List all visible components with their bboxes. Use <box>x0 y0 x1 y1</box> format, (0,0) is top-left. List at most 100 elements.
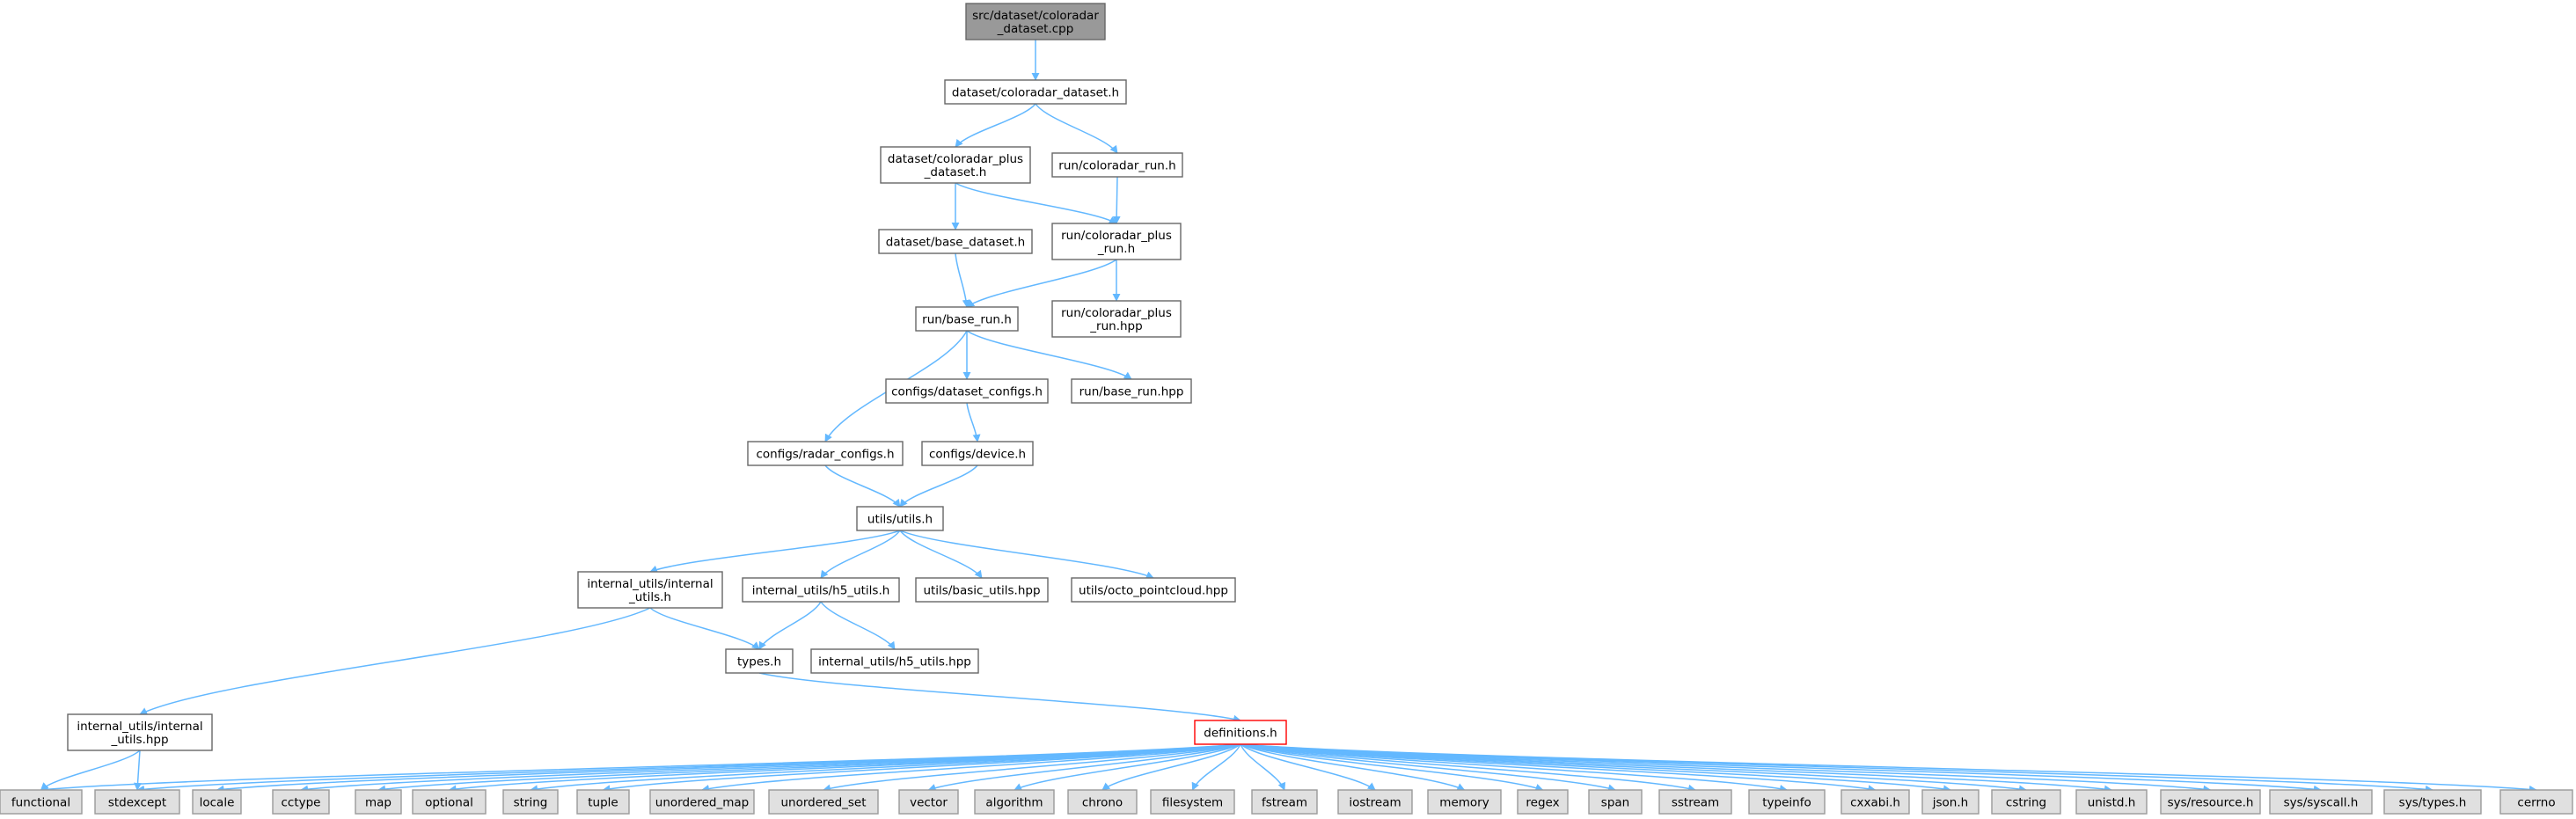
system-header-node-cctype: cctype <box>272 789 330 815</box>
node-label-line: _dataset.h <box>924 165 987 179</box>
system-header-node-stdexcept: stdexcept <box>94 789 180 815</box>
dependency-edge <box>1240 743 1286 791</box>
node-label-line: algorithm <box>985 796 1043 810</box>
header-node-definitions-h[interactable]: definitions.h <box>1194 720 1287 745</box>
dependency-edge <box>955 182 1117 224</box>
node-box <box>2160 789 2261 815</box>
header-node-dataset-coloradar-dataset-h[interactable]: dataset/coloradar_dataset.h <box>944 79 1127 105</box>
header-node-run-coloradar-run-h[interactable]: run/coloradar_run.h <box>1051 152 1183 178</box>
header-node-types-h[interactable]: types.h <box>725 648 794 674</box>
node-label-line: cxxabi.h <box>1850 796 1900 810</box>
node-label-line: run/base_run.hpp <box>1079 385 1184 399</box>
node-label-line: cctype <box>281 796 320 810</box>
node-box <box>1991 789 2061 815</box>
node-box <box>576 789 630 815</box>
header-node-internal-utils-internal-utils-hpp[interactable]: internal_utils/internal_utils.hpp <box>67 713 213 751</box>
node-box <box>1251 789 1318 815</box>
node-box <box>747 441 904 466</box>
header-node-configs-radar-configs-h[interactable]: configs/radar_configs.h <box>747 441 904 466</box>
node-box <box>1071 378 1192 404</box>
node-label-line: utils/utils.h <box>867 513 933 527</box>
node-label-line: sstream <box>1672 796 1719 810</box>
edge-n2-to-n5 <box>955 182 1117 224</box>
node-box <box>577 571 723 609</box>
node-label-line: memory <box>1439 796 1489 810</box>
system-header-node-cstring: cstring <box>1991 789 2061 815</box>
node-box <box>1748 789 1826 815</box>
node-label-line: _utils.h <box>628 590 671 604</box>
edge-n20-to-s8 <box>701 743 1241 793</box>
header-node-utils-octo-pointcloud-hpp[interactable]: utils/octo_pointcloud.hpp <box>1071 577 1236 603</box>
system-header-node-string: string <box>502 789 559 815</box>
node-label-line: _dataset.cpp <box>997 22 1074 36</box>
header-node-configs-device-h[interactable]: configs/device.h <box>921 441 1034 466</box>
system-header-node-unistd-h: unistd.h <box>2075 789 2148 815</box>
header-node-internal-utils-h5-utils-hpp[interactable]: internal_utils/h5_utils.hpp <box>810 648 979 674</box>
node-label-line: stdexcept <box>108 796 166 810</box>
node-box <box>1067 789 1138 815</box>
node-box <box>1071 577 1236 603</box>
edge-n20-to-s27 <box>1240 743 2433 793</box>
dependency-edge <box>139 607 651 715</box>
node-label-line: chrono <box>1082 796 1123 810</box>
node-label-line: sys/types.h <box>2399 796 2467 810</box>
edge-n20-to-s20 <box>1240 743 1788 793</box>
header-node-utils-utils-h[interactable]: utils/utils.h <box>856 506 944 531</box>
node-label-line: run/coloradar_plus <box>1061 306 1172 320</box>
edge-n20-to-s14 <box>1240 743 1286 791</box>
edge-n20-to-s0 <box>40 743 1241 793</box>
node-label-line: utils/octo_pointcloud.hpp <box>1079 584 1228 598</box>
node-box <box>1051 223 1182 260</box>
node-box <box>67 713 213 751</box>
node-label-line: configs/radar_configs.h <box>756 448 894 462</box>
header-node-run-coloradar-plus-run-h[interactable]: run/coloradar_plus_run.h <box>1051 223 1182 260</box>
header-node-run-base-run-hpp[interactable]: run/base_run.hpp <box>1071 378 1192 404</box>
header-node-utils-basic-utils-hpp[interactable]: utils/basic_utils.hpp <box>915 577 1049 603</box>
system-header-node-fstream: fstream <box>1251 789 1318 815</box>
system-header-node-vector: vector <box>898 789 959 815</box>
header-node-configs-dataset-configs-h[interactable]: configs/dataset_configs.h <box>885 378 1049 404</box>
dependency-edge <box>824 464 901 508</box>
node-box <box>1194 720 1287 745</box>
header-node-internal-utils-internal-utils-h[interactable]: internal_utils/internal_utils.h <box>577 571 723 609</box>
dependency-edge <box>1014 743 1241 791</box>
node-box <box>856 506 944 531</box>
node-label-line: definitions.h <box>1204 727 1277 741</box>
system-header-node-sys-types-h: sys/types.h <box>2383 789 2482 815</box>
system-header-node-map: map <box>355 789 402 815</box>
node-box <box>1051 300 1182 338</box>
node-label-line: _run.hpp <box>1089 319 1142 333</box>
root-file-node-src-dataset-coloradar-dataset-cpp[interactable]: src/dataset/coloradar_dataset.cpp <box>965 3 1106 40</box>
node-box <box>725 648 794 674</box>
header-node-run-base-run-h[interactable]: run/base_run.h <box>915 306 1019 332</box>
dependency-edge <box>300 743 1241 793</box>
header-node-dataset-coloradar-plus-dataset-h[interactable]: dataset/coloradar_plus_dataset.h <box>880 146 1031 184</box>
node-box <box>1150 789 1235 815</box>
header-node-internal-utils-h5-utils-h[interactable]: internal_utils/h5_utils.h <box>742 577 900 603</box>
system-header-node-regex: regex <box>1517 789 1569 815</box>
node-label-line: src/dataset/coloradar <box>972 9 1099 23</box>
edge-n3-to-n5 <box>1112 176 1121 224</box>
node-label-line: _utils.hpp <box>110 733 168 747</box>
edge-n12-to-n14 <box>820 530 901 579</box>
node-box <box>915 306 1019 332</box>
header-node-dataset-base-dataset-h[interactable]: dataset/base_dataset.h <box>878 229 1033 254</box>
dependency-edge <box>966 402 981 442</box>
system-header-node-locale: locale <box>192 789 242 815</box>
edge-n8-to-n11 <box>966 402 981 442</box>
node-label-line: run/base_run.h <box>922 313 1012 327</box>
node-label-line: json.h <box>1932 796 1968 810</box>
node-box <box>898 789 959 815</box>
edge-n20-to-s12 <box>1101 743 1241 791</box>
node-label-line: locale <box>200 796 235 810</box>
node-label-line: internal_utils/internal <box>77 720 202 734</box>
node-box <box>974 789 1055 815</box>
node-label-line: string <box>514 796 548 810</box>
dependency-edge <box>1240 743 1376 791</box>
edge-n20-to-s9 <box>823 743 1241 793</box>
dependency-edge <box>1240 743 2433 793</box>
system-header-node-sstream: sstream <box>1658 789 1732 815</box>
header-node-run-coloradar-plus-run-hpp[interactable]: run/coloradar_plus_run.hpp <box>1051 300 1182 338</box>
edge-n10-to-n12 <box>824 464 901 508</box>
